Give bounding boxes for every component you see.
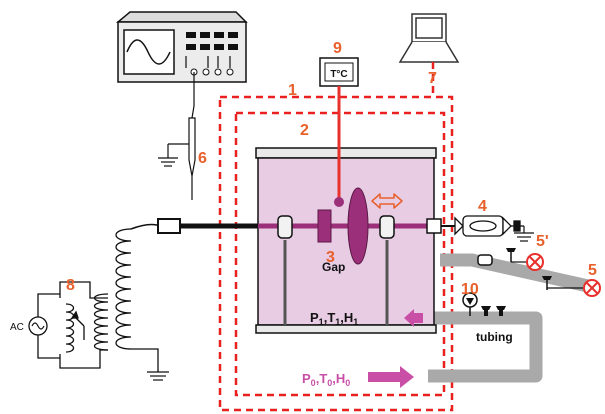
rod-holders [277, 215, 395, 239]
inlet-flow-arrow-icon [368, 366, 414, 388]
variac-icon [37, 281, 108, 369]
laptop-icon [398, 13, 460, 63]
label-8: 8 [66, 277, 75, 294]
double-arrow-icon [371, 193, 403, 209]
thermometer-display [324, 62, 354, 82]
label-1: 1 [288, 82, 297, 99]
label-9: 9 [333, 40, 342, 57]
hv-feedthrough-connector [157, 218, 181, 234]
label-3: 3 [326, 249, 335, 266]
test-chamber [255, 147, 437, 334]
plane-electrode [347, 187, 369, 265]
hose-clamp [477, 254, 493, 266]
chamber-body [257, 157, 435, 326]
rod-end-connector [426, 218, 442, 234]
label-2: 2 [300, 122, 309, 139]
tubing-label: tubing [476, 330, 513, 344]
chamber-base [255, 324, 437, 334]
outer-conditions-label: P0,T0,H0 [302, 371, 350, 388]
inner-flow-arrow-icon [404, 309, 423, 327]
probe-cable [191, 72, 195, 119]
electrode-supports [283, 240, 389, 325]
ac-label: AC [10, 322, 24, 333]
valve-icon [506, 248, 544, 271]
label-7: 7 [428, 70, 437, 87]
label-5: 5 [588, 262, 597, 279]
hv-probe-icon [188, 117, 196, 200]
ac-source-icon [28, 300, 48, 352]
tubing-fittings [481, 306, 506, 316]
inner-conditions-label: P1,T1,H1 [310, 310, 358, 327]
gap-label: Gap [322, 260, 345, 274]
label-5-prime: 5' [536, 233, 549, 250]
label-4: 4 [478, 198, 487, 215]
high-voltage-cable [130, 223, 161, 230]
sensor-ground-icon [514, 226, 534, 242]
displacement-sensor-icon [454, 215, 524, 237]
coil-ground-icon [147, 371, 169, 381]
thermometer-label: T°C [330, 69, 347, 80]
transformer-coil-icon [93, 228, 159, 372]
valve-icon [542, 276, 601, 297]
label-10: 10 [461, 281, 479, 298]
pin-electrode [317, 209, 332, 243]
probe-ground-icon [158, 143, 189, 167]
temperature-sensor-tip [334, 197, 344, 207]
flowmeter-icon [462, 292, 478, 316]
label-6: 6 [198, 150, 207, 167]
chamber-top-lid [255, 147, 437, 159]
oscilloscope-icon [115, 11, 248, 83]
